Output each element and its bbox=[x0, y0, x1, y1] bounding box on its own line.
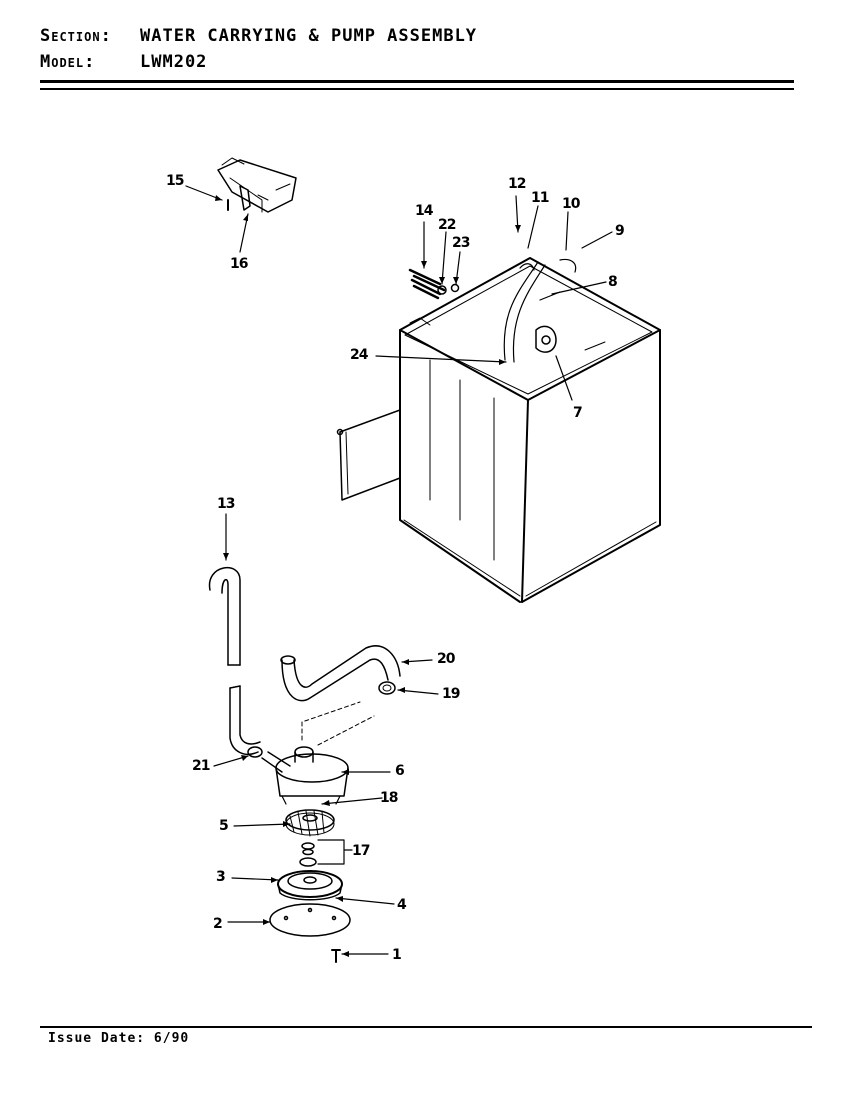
drain-hose-upper bbox=[208, 566, 241, 666]
callout-1: 1 bbox=[392, 947, 401, 963]
pump-impeller bbox=[285, 809, 335, 837]
callout-13: 13 bbox=[217, 496, 235, 512]
callout-6: 6 bbox=[395, 763, 404, 779]
callout-19: 19 bbox=[442, 686, 460, 702]
mounting-bracket bbox=[217, 157, 297, 213]
pump-screw bbox=[331, 949, 341, 963]
callout-24: 24 bbox=[350, 347, 369, 363]
header-rule-bottom bbox=[40, 88, 794, 90]
hose-clamp-19 bbox=[378, 681, 396, 695]
rear-panel-bracket bbox=[336, 409, 401, 501]
callout-17: 17 bbox=[352, 843, 370, 859]
hose-clamp-screws bbox=[408, 268, 460, 300]
model-header: Model: LWM202 bbox=[40, 52, 207, 72]
hose-clamp-21 bbox=[247, 746, 263, 758]
pump-outlet-hose bbox=[280, 645, 401, 702]
callout-10: 10 bbox=[562, 196, 581, 212]
washer-cabinet bbox=[399, 257, 661, 603]
callout-3: 3 bbox=[216, 869, 225, 885]
section-title: WATER CARRYING & PUMP ASSEMBLY bbox=[140, 26, 478, 46]
callout-12: 12 bbox=[508, 176, 526, 192]
callout-8: 8 bbox=[608, 274, 617, 290]
assembly-guide-lines bbox=[301, 701, 375, 746]
callout-14: 14 bbox=[415, 203, 434, 219]
section-header: Section: WATER CARRYING & PUMP ASSEMBLY bbox=[40, 26, 477, 46]
callout-16: 16 bbox=[230, 256, 248, 272]
callout-21: 21 bbox=[192, 758, 210, 774]
callout-arrowheads bbox=[215, 195, 521, 957]
pump-base bbox=[277, 870, 343, 901]
callout-leader-lines bbox=[185, 185, 613, 955]
issue-date: Issue Date: 6/90 bbox=[48, 1031, 190, 1046]
footer-rule bbox=[40, 1026, 812, 1028]
callout-9: 9 bbox=[615, 223, 624, 239]
callout-4: 4 bbox=[397, 897, 407, 913]
callout-15: 15 bbox=[166, 173, 184, 189]
callout-18: 18 bbox=[380, 790, 398, 806]
model-number: LWM202 bbox=[140, 52, 208, 72]
header-rule-top bbox=[40, 80, 794, 83]
callout-2: 2 bbox=[213, 916, 222, 932]
callout-5: 5 bbox=[219, 818, 228, 834]
pump-housing bbox=[261, 746, 349, 805]
section-label: Section: bbox=[40, 26, 112, 46]
pump-seal-kit bbox=[299, 842, 317, 867]
callout-7: 7 bbox=[573, 405, 582, 421]
callout-20: 20 bbox=[437, 651, 456, 667]
callout-11: 11 bbox=[531, 190, 549, 206]
callout-22: 22 bbox=[438, 217, 456, 233]
callout-23: 23 bbox=[452, 235, 470, 251]
model-label: Model: bbox=[40, 52, 96, 72]
drain-hose-lower bbox=[229, 685, 261, 756]
pump-gasket-plate bbox=[269, 903, 351, 937]
